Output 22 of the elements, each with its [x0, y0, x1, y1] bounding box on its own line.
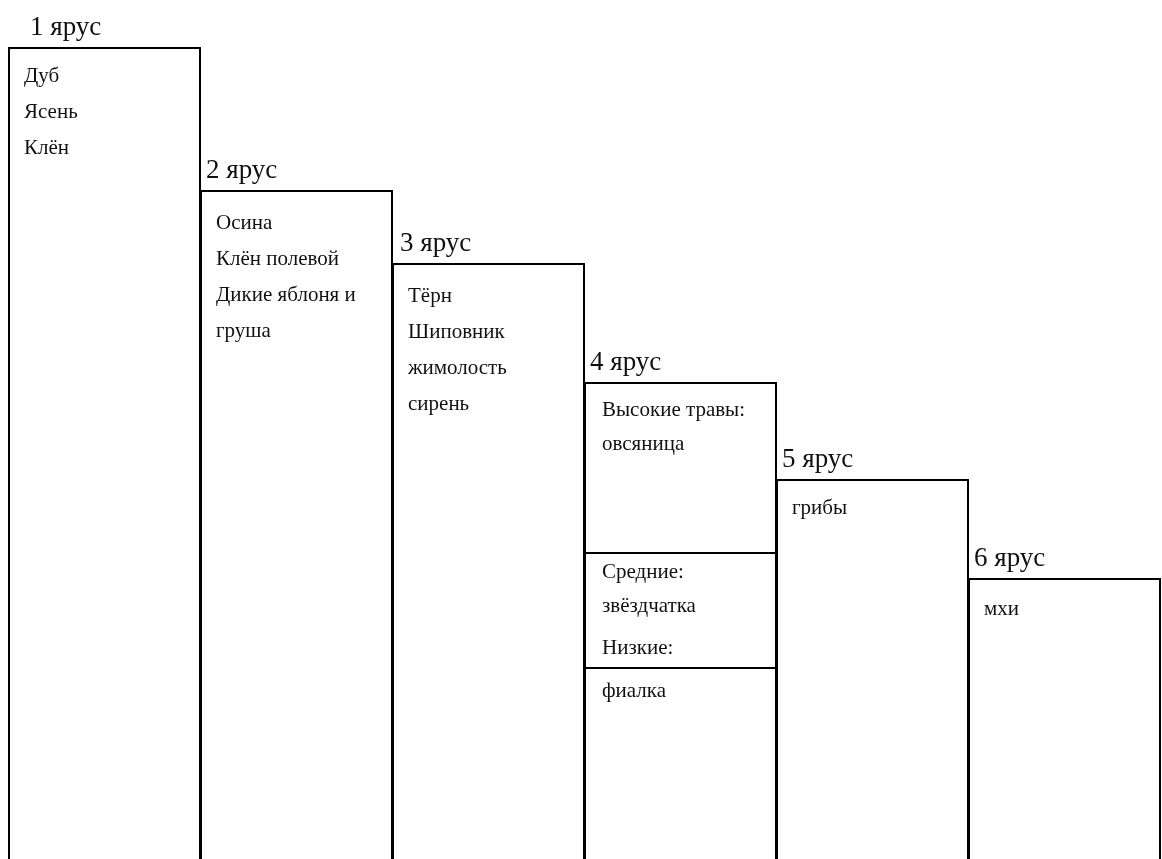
plant-name: мхи — [984, 595, 1021, 622]
plant-name: Высокие травы: овсяница — [602, 396, 747, 457]
plant-name: грибы — [792, 494, 849, 521]
plant-name: сирень — [408, 390, 471, 417]
layer-heading: 3 ярус — [400, 226, 472, 259]
layer-heading: 6 ярус — [974, 541, 1046, 574]
plant-name: Шиповник — [408, 318, 506, 345]
plant-name: фиалка — [602, 677, 668, 704]
layer-heading: 2 ярус — [206, 153, 278, 186]
plant-name: Клён — [24, 134, 71, 161]
plant-name: Средние: звёздчатка — [602, 558, 697, 619]
plant-name: жимолость — [408, 354, 508, 381]
plant-name: Дикие яблоня и груша — [216, 281, 357, 344]
layer-heading: 4 ярус — [590, 345, 662, 378]
plant-name: Дуб — [24, 62, 61, 89]
layer-heading: 1 ярус — [30, 10, 102, 43]
plant-name: Тёрн — [408, 282, 453, 309]
plant-name: Низкие: — [602, 634, 675, 661]
layer-heading: 5 ярус — [782, 442, 854, 475]
plant-name: Осина — [216, 209, 274, 236]
plant-name: Ясень — [24, 98, 79, 125]
plant-name: Клён полевой — [216, 245, 341, 272]
